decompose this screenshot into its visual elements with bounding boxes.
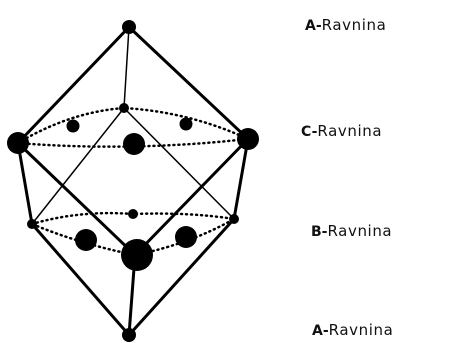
edge-back-top (123, 26, 130, 109)
atom-c-right-small (179, 117, 193, 131)
atom-c-center (123, 133, 145, 155)
label-c: C-Ravnina (301, 122, 382, 140)
atom-b-left (75, 229, 97, 251)
c-layer-outline (13, 106, 253, 148)
atom-c-right (237, 128, 259, 150)
label-b: B-Ravnina (311, 222, 392, 240)
atom-c-left (7, 132, 29, 154)
label-a-bottom: A-Ravnina (312, 321, 393, 339)
edge-bottom-left (30, 222, 131, 337)
layer-labels: A-Ravnina C-Ravnina B-Ravnina A-Ravnina (301, 16, 393, 339)
edge-left-vertical (16, 141, 34, 226)
atoms (7, 20, 259, 342)
structure-edges (16, 25, 250, 337)
edge-back-right (123, 107, 235, 220)
label-a-top: A-Ravnina (305, 16, 386, 34)
edge-top-right (127, 25, 250, 141)
atom-b-back (128, 209, 138, 219)
atom-a-bottom (122, 328, 136, 342)
structure-back-edges (31, 26, 235, 225)
atom-b-front (121, 239, 153, 271)
edge-right-mid-front (133, 137, 250, 257)
edge-left-mid-front (16, 141, 137, 257)
atom-c-left-small (66, 119, 80, 133)
edge-top-left (16, 25, 131, 145)
atom-c-back (119, 103, 129, 113)
edge-bottom-right (127, 217, 236, 337)
atom-b-left-corner (27, 219, 37, 229)
edge-back-left (31, 107, 125, 225)
atom-b-right-corner (229, 214, 239, 224)
atom-b-right (175, 226, 197, 248)
atom-a-top (122, 20, 136, 34)
b-layer-outline (28, 211, 238, 257)
layer-outlines (13, 106, 253, 257)
edge-right-vertical (232, 137, 250, 221)
